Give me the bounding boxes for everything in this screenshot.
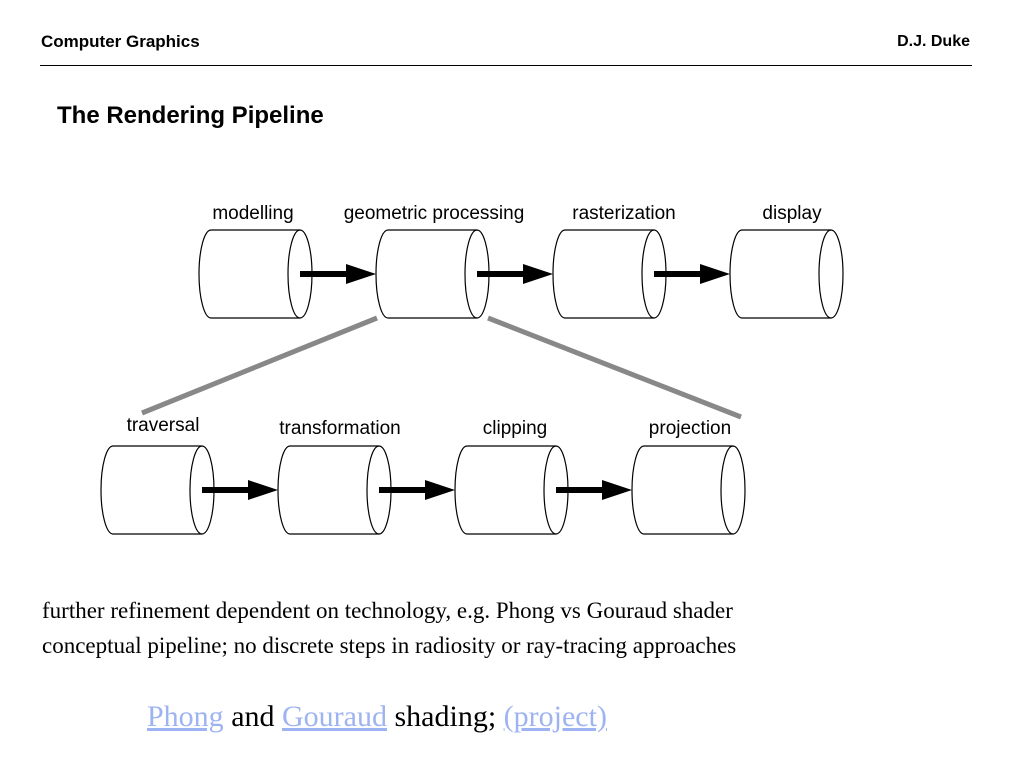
arrow-top-2 bbox=[477, 264, 553, 284]
expansion-line-left bbox=[141, 315, 378, 416]
arrow-bottom-1 bbox=[202, 480, 278, 500]
stage-traversal: traversal bbox=[100, 415, 215, 535]
phong-link[interactable]: Phong bbox=[147, 700, 224, 733]
gouraud-link[interactable]: Gouraud bbox=[282, 700, 387, 733]
stage-geometric-processing: geometric processing bbox=[344, 203, 525, 319]
shading-text: shading; bbox=[387, 700, 504, 733]
arrow-top-3 bbox=[654, 264, 730, 284]
note-conceptual-pipeline: conceptual pipeline; no discrete steps i… bbox=[42, 633, 737, 658]
shading-links-line: Phong and Gouraud shading; (project) bbox=[147, 700, 607, 734]
arrow-bottom-3 bbox=[556, 480, 632, 500]
stage-rasterization: rasterization bbox=[552, 203, 676, 319]
note-refinement: further refinement dependent on technolo… bbox=[42, 598, 733, 623]
page-title: The Rendering Pipeline bbox=[57, 102, 324, 129]
stage-projection: projection bbox=[631, 418, 746, 535]
stage-clipping: clipping bbox=[454, 418, 569, 535]
stage-label-projection: projection bbox=[649, 418, 731, 439]
and-text: and bbox=[223, 700, 283, 733]
stage-label-clipping: clipping bbox=[483, 418, 547, 439]
expansion-line-right bbox=[487, 315, 742, 420]
stage-label-rasterization: rasterization bbox=[572, 203, 676, 224]
author-name: D.J. Duke bbox=[897, 33, 970, 50]
arrow-top-1 bbox=[300, 264, 376, 284]
header-divider bbox=[40, 65, 972, 66]
stage-label-transformation: transformation bbox=[279, 418, 400, 439]
stage-modelling: modelling bbox=[198, 203, 313, 319]
stage-label-geometric-processing: geometric processing bbox=[344, 203, 525, 224]
stage-label-modelling: modelling bbox=[212, 203, 293, 224]
stage-label-traversal: traversal bbox=[127, 415, 200, 436]
stage-display: display bbox=[729, 203, 844, 319]
course-title: Computer Graphics bbox=[41, 32, 200, 51]
stage-label-display: display bbox=[762, 203, 822, 224]
arrow-bottom-2 bbox=[379, 480, 455, 500]
stage-transformation: transformation bbox=[277, 418, 401, 535]
project-link[interactable]: (project) bbox=[503, 700, 607, 733]
